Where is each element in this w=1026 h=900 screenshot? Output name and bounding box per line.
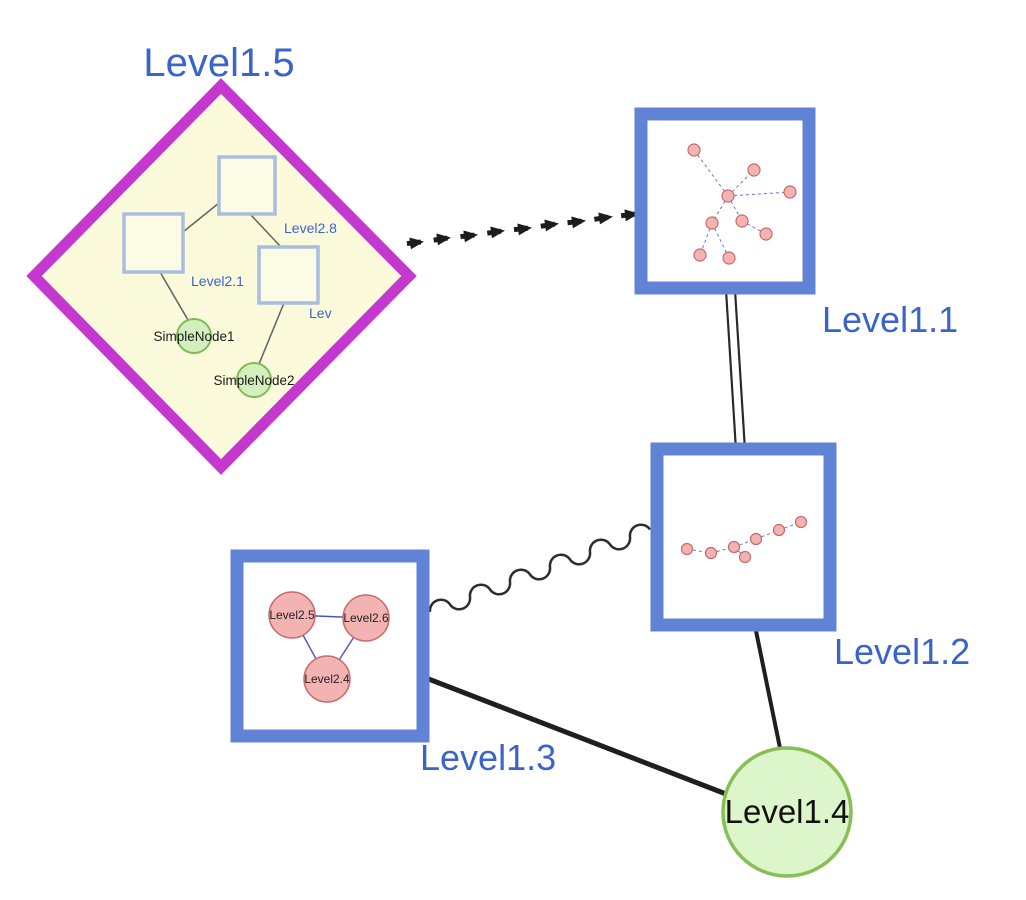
graph-node-dot[interactable] xyxy=(772,523,786,537)
subgraph-edge xyxy=(741,220,767,235)
inner-group-square-lev[interactable] xyxy=(257,245,320,305)
diamond-shape[interactable] xyxy=(26,78,417,475)
graph-node-dot[interactable] xyxy=(747,163,761,177)
node-label-level1-4: Level1.4 xyxy=(725,793,850,830)
group-box-level1-2[interactable] xyxy=(650,442,837,632)
inner-group-square-level2-1[interactable] xyxy=(122,212,185,274)
inner-node-level2-5[interactable] xyxy=(268,591,316,639)
node-level1-3[interactable]: Level2.5 Level2.6 Level2.4 Level1.3 xyxy=(230,549,556,778)
simple-node-2-label: SimpleNode2 xyxy=(213,373,294,388)
node-label-level1-5: Level1.5 xyxy=(143,41,294,85)
edge-level2-1-to-level2-8[interactable] xyxy=(182,202,220,233)
inner-node-level2-4[interactable] xyxy=(303,655,351,703)
simple-node-1[interactable] xyxy=(176,318,212,354)
inner-node-level2-6-label: Level2.6 xyxy=(343,611,389,625)
graph-node-dot[interactable] xyxy=(738,550,752,564)
node-level1-2[interactable]: Level1.2 xyxy=(650,442,970,672)
node-label-level1-1: Level1.1 xyxy=(822,299,958,340)
edge-level1-1-to-level1-2-line-a[interactable] xyxy=(724,289,738,451)
graph-node-dot[interactable] xyxy=(721,189,735,203)
node-label-level1-3: Level1.3 xyxy=(420,737,556,778)
edge-level2-1-to-simplenode1[interactable] xyxy=(159,271,189,321)
subgraph-edge xyxy=(727,191,791,197)
edge-level1-3-to-level1-4[interactable] xyxy=(425,675,727,797)
inner-label-level2-1: Level2.1 xyxy=(191,273,244,289)
edge-level1-1-to-level1-2-line-b[interactable] xyxy=(733,289,747,451)
graph-node-dot[interactable] xyxy=(735,214,749,228)
circle-shape-level1-4[interactable] xyxy=(721,746,853,878)
graph-node-dot[interactable] xyxy=(722,251,736,265)
level1-1-subgraph xyxy=(687,143,797,265)
graph-node-dot[interactable] xyxy=(727,540,741,554)
inner-label-lev: Lev xyxy=(309,305,332,321)
edge-level1-2-to-level1-4[interactable] xyxy=(753,625,782,749)
edge-lev-to-simplenode2[interactable] xyxy=(258,302,285,365)
inner-label-level2-8: Level2.8 xyxy=(284,220,337,236)
node-level1-5[interactable]: Level1.5 Level2.8 Level2.1 Lev SimpleNod… xyxy=(26,41,417,475)
group-box-level1-3[interactable] xyxy=(230,549,430,743)
simple-node-1-label: SimpleNode1 xyxy=(153,329,234,344)
level1-3-subgraph: Level2.5 Level2.6 Level2.4 xyxy=(268,591,390,703)
inner-group-square-level2-8[interactable] xyxy=(217,155,277,216)
inner-node-level2-4-label: Level2.4 xyxy=(304,672,350,686)
graph-node-dot[interactable] xyxy=(704,546,718,560)
edge-level1-5-to-level1-1[interactable] xyxy=(393,209,639,250)
graph-node-dot[interactable] xyxy=(705,216,719,230)
graph-node-dot[interactable] xyxy=(749,532,763,546)
node-level1-1[interactable]: Level1.1 xyxy=(634,107,958,340)
graph-node-dot[interactable] xyxy=(794,515,808,529)
edge-level1-3-to-level1-2[interactable] xyxy=(428,523,652,613)
graph-node-dot[interactable] xyxy=(687,143,701,157)
top-level-edges xyxy=(393,209,782,797)
graph-node-dot[interactable] xyxy=(693,248,707,262)
graph-node-dot[interactable] xyxy=(759,227,773,241)
inner-node-level2-6[interactable] xyxy=(342,594,390,642)
graph-node-dot[interactable] xyxy=(680,542,694,556)
inner-node-level2-5-label: Level2.5 xyxy=(269,608,315,622)
subgraph-edge xyxy=(727,195,743,222)
edge-level1-1-to-level1-2[interactable] xyxy=(724,289,747,451)
node-label-level1-2: Level1.2 xyxy=(834,631,970,672)
graph-node-dot[interactable] xyxy=(783,185,797,199)
level1-2-subgraph xyxy=(680,515,808,564)
node-level1-4[interactable]: Level1.4 xyxy=(721,746,853,878)
simple-node-2[interactable] xyxy=(236,362,272,398)
edge-level2-8-to-lev[interactable] xyxy=(249,213,282,248)
